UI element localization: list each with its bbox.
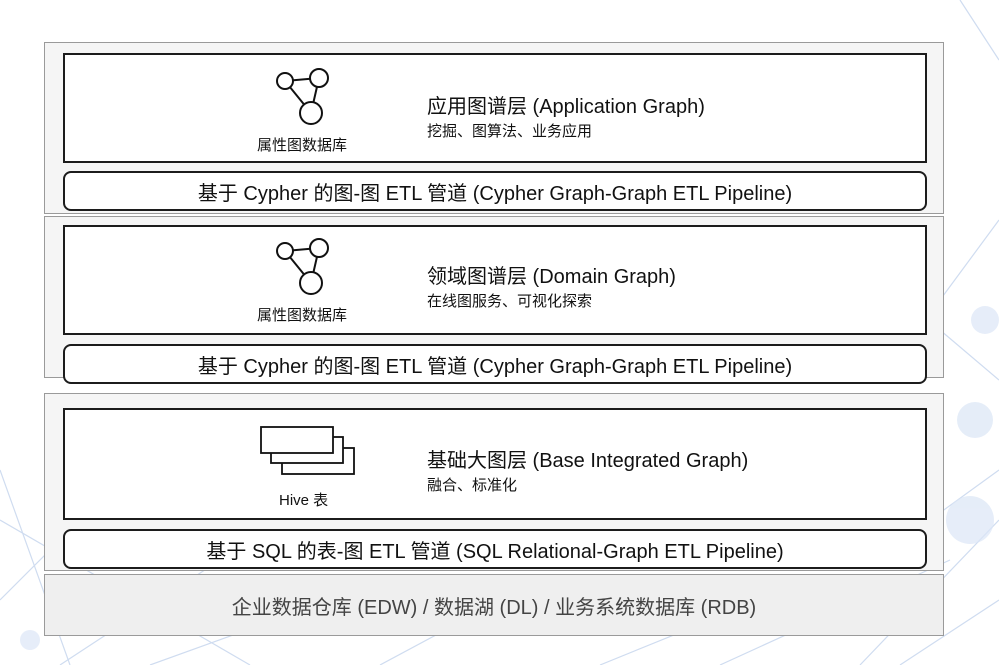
cypher-pipeline-1: 基于 Cypher 的图-图 ETL 管道 (Cypher Graph-Grap… [63,171,927,211]
base-integrated-graph-box: Hive 表 基础大图层 (Base Integrated Graph) 融合、… [63,408,927,520]
base-integrated-graph-layer: Hive 表 基础大图层 (Base Integrated Graph) 融合、… [44,393,944,571]
application-graph-subtitle: 挖掘、图算法、业务应用 [427,123,593,140]
base-graph-title: 基础大图层 (Base Integrated Graph) [427,450,749,472]
application-graph-title: 应用图谱层 (Application Graph) [427,96,705,118]
domain-graph-layer: 属性图数据库 领域图谱层 (Domain Graph) 在线图服务、可视化探索 … [44,216,944,384]
base-graph-subtitle: 融合、标准化 [427,477,518,494]
property-graph-icon [276,238,329,295]
property-graph-icon [276,68,329,125]
domain-graph-box: 属性图数据库 领域图谱层 (Domain Graph) 在线图服务、可视化探索 [63,225,927,335]
cypher-pipeline-2: 基于 Cypher 的图-图 ETL 管道 (Cypher Graph-Grap… [63,344,927,384]
domain-graph-title: 领域图谱层 (Domain Graph) [427,266,676,288]
application-graph-layer: 属性图数据库 应用图谱层 (Application Graph) 挖掘、图算法、… [44,42,944,214]
property-graph-db-label: 属性图数据库 [257,307,348,324]
data-sources-base: 企业数据仓库 (EDW) / 数据湖 (DL) / 业务系统数据库 (RDB) [44,574,944,636]
hive-table-label: Hive 表 [279,492,329,509]
application-graph-box: 属性图数据库 应用图谱层 (Application Graph) 挖掘、图算法、… [63,53,927,163]
domain-graph-subtitle: 在线图服务、可视化探索 [427,293,593,310]
property-graph-db-label: 属性图数据库 [257,137,348,154]
hive-table-stack-icon [260,426,355,475]
sql-pipeline: 基于 SQL 的表-图 ETL 管道 (SQL Relational-Graph… [63,529,927,569]
